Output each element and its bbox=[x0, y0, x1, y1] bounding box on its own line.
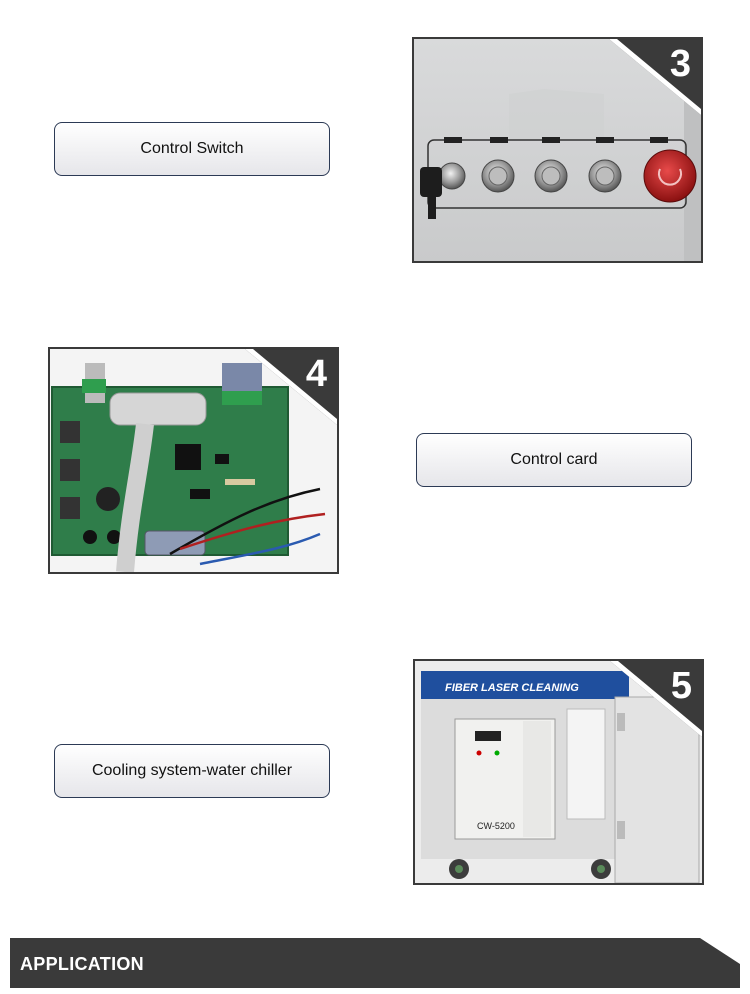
application-banner-title: APPLICATION bbox=[20, 954, 144, 974]
control-panel-image bbox=[414, 39, 701, 261]
chiller-photo: FIBER LASER CLEANING CW-5200 5 bbox=[413, 659, 704, 885]
control-card-label-text: Control card bbox=[510, 451, 598, 468]
circuit-board-image bbox=[50, 349, 337, 572]
chiller-header-text: FIBER LASER CLEANING bbox=[445, 682, 579, 694]
application-banner bbox=[10, 938, 740, 988]
control-switch-label: Control Switch bbox=[54, 122, 330, 176]
step-badge-4 bbox=[245, 349, 337, 425]
chiller-label: Cooling system-water chiller bbox=[54, 744, 330, 798]
chiller-cabinet-image: FIBER LASER CLEANING CW-5200 bbox=[415, 661, 702, 883]
step-badge-5-number: 5 bbox=[670, 665, 692, 707]
control-switch-label-text: Control Switch bbox=[140, 140, 244, 157]
chiller-label-text: Cooling system-water chiller bbox=[91, 762, 293, 779]
step-badge-5 bbox=[610, 661, 702, 737]
chiller-model-text: CW-5200 bbox=[477, 821, 515, 831]
step-badge-4-number: 4 bbox=[305, 353, 327, 395]
control-switch-photo: 3 bbox=[412, 37, 703, 263]
control-card-photo: 4 bbox=[48, 347, 339, 574]
control-card-label: Control card bbox=[416, 433, 692, 487]
step-badge-3-number: 3 bbox=[669, 43, 691, 85]
step-badge-3 bbox=[609, 39, 701, 115]
